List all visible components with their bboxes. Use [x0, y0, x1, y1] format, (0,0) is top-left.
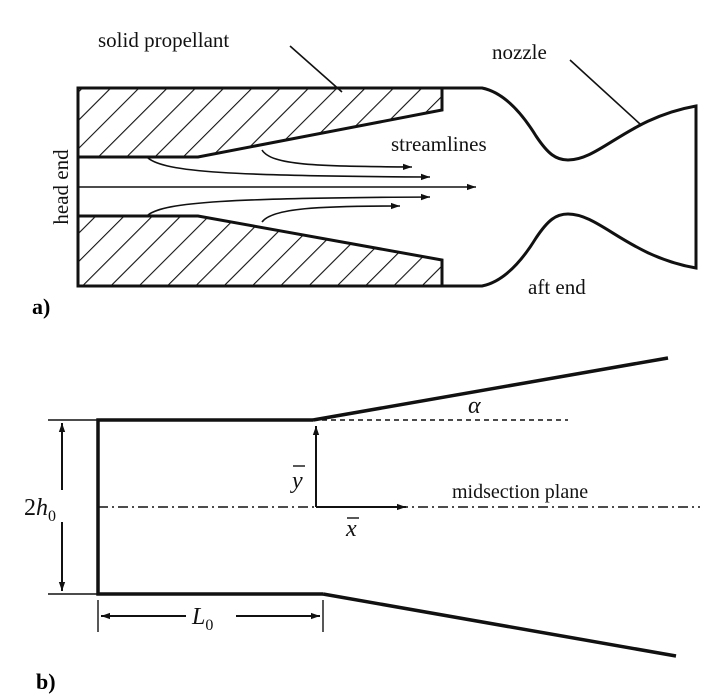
streamlines-label: streamlines	[391, 132, 487, 156]
upper-propellant-grain	[76, 86, 444, 159]
lower-diverging-wall	[322, 592, 677, 658]
length-label-gap	[186, 598, 236, 632]
angle-label: α	[468, 393, 481, 419]
length-label: L0	[191, 604, 213, 634]
x-axis-label: x	[345, 516, 357, 542]
lower-propellant-grain	[76, 214, 444, 288]
aft-end-label: aft end	[528, 275, 586, 299]
panel-b-tag: b)	[36, 669, 56, 694]
solid-propellant-label: solid propellant	[98, 28, 229, 52]
streamlines-group	[78, 149, 476, 223]
streamline-upper-2	[261, 149, 413, 171]
height-label: 2h0	[24, 495, 56, 525]
streamline-upper-1	[147, 157, 431, 181]
midsection-plane-label: midsection plane	[452, 481, 588, 503]
solid-propellant-leader	[289, 45, 343, 93]
nozzle-leader	[569, 59, 641, 125]
upper-diverging-wall	[312, 356, 669, 422]
height-label-gap	[20, 490, 82, 522]
head-end-label: head end	[49, 149, 73, 225]
y-axis-label: y	[290, 468, 303, 494]
panel-a-tag: a)	[32, 294, 50, 319]
motor-casing-outline	[76, 86, 698, 288]
panel-a: solid propellant nozzle streamlines head…	[32, 28, 698, 319]
streamline-lower-1	[147, 193, 431, 216]
chamber-wall	[96, 418, 323, 596]
streamline-lower-2	[261, 202, 401, 223]
panel-b: 2h0 L0 y x α midsection plane b)	[20, 356, 700, 694]
nozzle-label: nozzle	[492, 40, 547, 64]
